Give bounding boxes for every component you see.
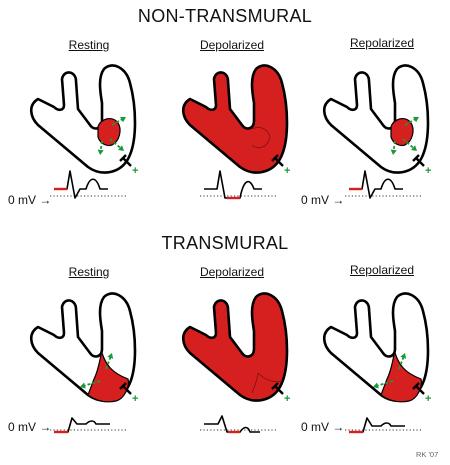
ecg-trace-nontransmural-depolarized-waveform — [204, 170, 262, 199]
label-repolarized-bottom: Repolarized — [349, 263, 415, 277]
heart-nontransmural-repolarized-electrode-tip — [412, 154, 420, 162]
label-resting-bottom: Resting — [68, 265, 110, 279]
heart-nontransmural-resting-electrode-lead — [122, 157, 132, 167]
heart-nontransmural-repolarized-electrode-plus: + — [425, 165, 431, 177]
zero-mv-label-top-right: 0 mV → — [301, 193, 345, 207]
heart-transmural-repolarized-electrode-tip — [412, 382, 420, 390]
heart-transmural-resting-arrow-up-shaft — [105, 356, 112, 370]
heart-transmural-depolarized: + — [181, 292, 290, 405]
heart-transmural-repolarized-arrow-left-head — [373, 382, 379, 389]
heart-transmural-resting: + — [29, 292, 138, 405]
ecg-trace-transmural-resting — [50, 417, 128, 434]
ecg-trace-nontransmural-depolarized — [200, 170, 278, 200]
heart-nontransmural-repolarized-arrow-right-shaft — [402, 138, 415, 150]
heart-transmural-repolarized-electrode-plus: + — [425, 393, 431, 405]
label-depolarized-top: Depolarized — [199, 38, 265, 52]
label-repolarized-top: Repolarized — [349, 36, 415, 50]
heart-nontransmural-repolarized-arrow-down-shaft — [392, 140, 396, 152]
heart-transmural-repolarized-arrow-left-shaft — [376, 380, 394, 387]
heart-transmural-depolarized-electrode-tip — [271, 382, 279, 390]
heart-transmural-resting-injury-zone — [87, 348, 129, 403]
heart-nontransmural-repolarized-outline — [322, 64, 430, 174]
heart-nontransmural-depolarized-electrode-lead — [274, 157, 284, 167]
heart-transmural-depolarized-electrode-plus: + — [284, 393, 290, 405]
heart-nontransmural-depolarized-zone-edge — [251, 127, 271, 149]
heart-transmural-repolarized-arrow-up-head — [400, 353, 407, 359]
ecg-trace-nontransmural-resting-waveform — [54, 170, 108, 199]
heart-nontransmural-repolarized-electrode-lead — [415, 157, 425, 167]
heart-transmural-resting-electrode-lead — [122, 385, 132, 395]
zero-mv-label-bottom-right: 0 mV → — [301, 420, 345, 434]
heart-nontransmural-repolarized-arrow-down-head — [390, 149, 397, 155]
heart-nontransmural-resting-electrode-tip — [119, 154, 127, 162]
author-signature: RK '07 — [416, 450, 439, 459]
heart-transmural-resting-arrow-up-head — [107, 353, 114, 359]
heart-transmural-depolarized-electrode-lead — [274, 385, 284, 395]
ecg-trace-nontransmural-repolarized-waveform — [349, 170, 403, 199]
heart-nontransmural-resting-outline — [29, 64, 137, 174]
heart-nontransmural-depolarized-outline — [181, 64, 289, 174]
heart-transmural-repolarized-injury-zone — [380, 348, 422, 403]
heart-nontransmural-repolarized-arrow-right-head — [411, 145, 417, 151]
heart-transmural-depolarized-zone-edge-a — [257, 372, 283, 382]
heart-nontransmural-resting: + — [29, 64, 138, 177]
heart-transmural-resting-arrow-left-shaft — [83, 380, 101, 387]
heart-nontransmural-depolarized: + — [181, 64, 290, 177]
heart-nontransmural-resting-electrode-plus: + — [132, 165, 138, 177]
heart-nontransmural-resting-arrow-right-head — [118, 145, 124, 151]
heart-transmural-repolarized-electrode-lead — [415, 385, 425, 395]
heart-nontransmural-depolarized-electrode-tip — [271, 154, 279, 162]
ecg-trace-transmural-depolarized — [200, 415, 278, 434]
heart-nontransmural-repolarized: + — [322, 64, 431, 177]
label-resting-top: Resting — [68, 38, 110, 52]
title-non-transmural: NON-TRANSMURAL — [137, 6, 313, 26]
zero-mv-label-top-left: 0 mV → — [8, 193, 52, 207]
heart-nontransmural-resting-arrow-down-shaft — [99, 140, 103, 152]
heart-nontransmural-repolarized-arrow-up-shaft — [404, 118, 417, 126]
title-transmural: TRANSMURAL — [161, 233, 289, 253]
zero-mv-label-bottom-left: 0 mV → — [8, 420, 52, 434]
label-depolarized-bottom: Depolarized — [199, 265, 265, 279]
heart-nontransmural-resting-arrow-down-head — [97, 149, 104, 155]
heart-transmural-depolarized-outline — [181, 292, 289, 402]
heart-nontransmural-resting-arrow-right-shaft — [109, 138, 122, 150]
heart-transmural-resting-electrode-plus: + — [132, 393, 138, 405]
heart-nontransmural-resting-arrow-up-head — [120, 116, 126, 123]
ecg-trace-nontransmural-repolarized — [345, 170, 423, 199]
heart-transmural-resting-electrode-tip — [119, 382, 127, 390]
heart-transmural-repolarized-arrow-up-shaft — [398, 356, 405, 370]
ecg-trace-nontransmural-resting — [50, 170, 128, 199]
heart-nontransmural-resting-arrow-up-shaft — [111, 118, 124, 126]
heart-nontransmural-depolarized-electrode-plus: + — [284, 165, 290, 177]
heart-transmural-repolarized: + — [322, 292, 431, 405]
heart-transmural-depolarized-zone-edge-b — [251, 372, 259, 394]
heart-nontransmural-repolarized-arrow-up-head — [413, 116, 419, 123]
ecg-trace-transmural-repolarized — [345, 417, 423, 434]
ecg-trace-transmural-repolarized-waveform — [349, 417, 405, 433]
heart-transmural-resting-arrow-left-head — [80, 382, 86, 389]
ecg-trace-transmural-depolarized-waveform — [204, 415, 260, 433]
ecg-trace-transmural-resting-waveform — [54, 417, 110, 433]
